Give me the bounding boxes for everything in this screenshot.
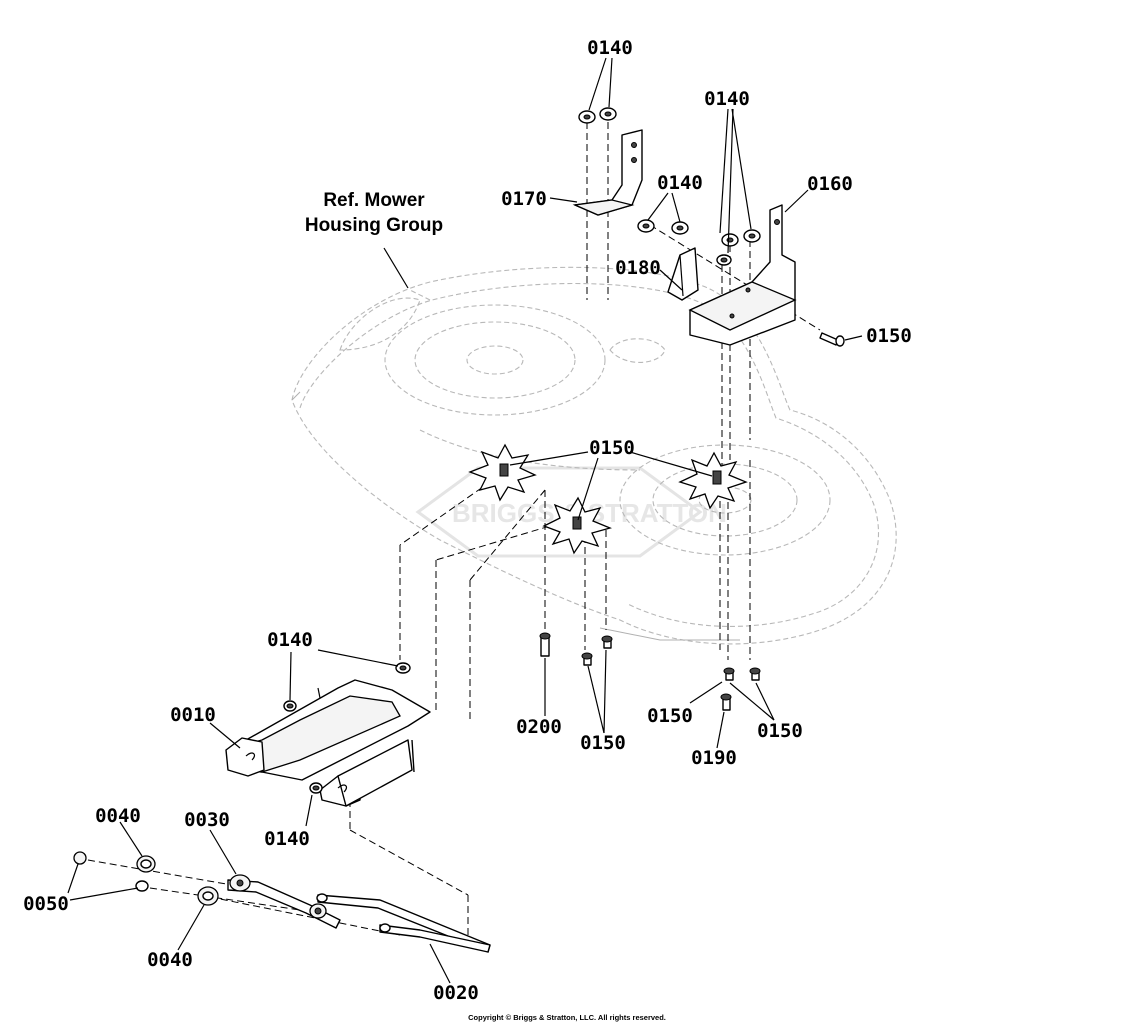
assembly-lines (87, 122, 821, 940)
callout-0040-bottom: 0040 (147, 949, 193, 971)
spacer-0040-top (136, 855, 156, 873)
ref-label-line2: Housing Group (305, 215, 443, 236)
bolt-0200 (539, 632, 551, 657)
bolts-0150-lower-right (723, 667, 761, 681)
callout-labels: 0140 0140 0170 0140 0160 0180 0150 0150 … (23, 37, 912, 1004)
callout-0010: 0010 (170, 704, 216, 726)
nut-0050 (73, 851, 149, 892)
callout-0040-top: 0040 (95, 805, 141, 827)
bolt-burst-right (678, 451, 748, 510)
callout-0140-bracket: 0140 (267, 629, 313, 651)
bracket-0180 (667, 247, 699, 301)
bolt-0190 (720, 693, 732, 711)
callout-0150-b: 0150 (757, 720, 803, 742)
ref-label-line1: Ref. Mower (323, 190, 425, 211)
reference-label: Ref. Mower Housing Group (305, 190, 443, 289)
bracket-0160 (688, 204, 797, 346)
spacer-0040-bottom (197, 886, 219, 906)
callout-0150-a: 0150 (647, 705, 693, 727)
callout-0140-top: 0140 (587, 37, 633, 59)
bolt-0150-right (819, 332, 845, 347)
bracket-0010 (225, 679, 431, 807)
callout-0140-lower: 0140 (264, 828, 310, 850)
bolts-0150-bottom (581, 635, 613, 666)
bolt-burst-left (468, 443, 537, 502)
callout-0020: 0020 (433, 982, 479, 1004)
callout-0050: 0050 (23, 893, 69, 915)
callout-0170: 0170 (501, 188, 547, 210)
callout-0190: 0190 (691, 747, 737, 769)
leader-lines (67, 57, 863, 984)
nut-group-bracket (283, 662, 411, 794)
nut-group-top (578, 107, 617, 124)
bolt-burst-center (542, 496, 612, 555)
rod-0020 (316, 893, 491, 953)
callout-0140-mid: 0140 (657, 172, 703, 194)
linkage-0030 (227, 874, 341, 929)
nut-group-mid (637, 219, 761, 266)
callout-0150-right: 0150 (866, 325, 912, 347)
callout-0030: 0030 (184, 809, 230, 831)
callout-0200: 0200 (516, 716, 562, 738)
callout-0160: 0160 (807, 173, 853, 195)
callout-0180: 0180 (615, 257, 661, 279)
bracket-0170 (572, 129, 643, 216)
callout-0150-center: 0150 (589, 437, 635, 459)
callout-0150-bottom: 0150 (580, 732, 626, 754)
callout-0140-right: 0140 (704, 88, 750, 110)
copyright-notice: Copyright © Briggs & Stratton, LLC. All … (468, 1013, 666, 1022)
